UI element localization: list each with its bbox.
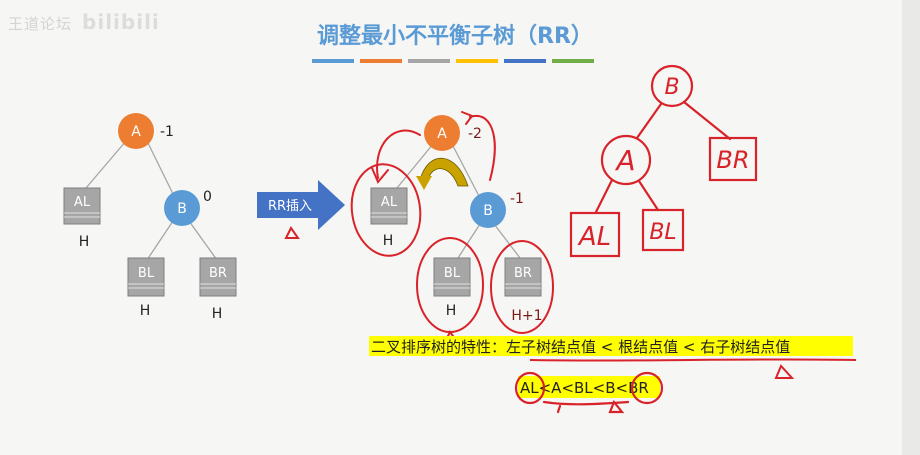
node-b-after-label: B	[483, 203, 493, 219]
hw-node-b	[650, 64, 694, 108]
edge-a-b-after	[451, 143, 481, 199]
handwritten-result-tree	[569, 64, 758, 258]
node-b-after	[470, 192, 506, 228]
subtree-br	[199, 257, 237, 297]
bf-b-after: -1	[510, 191, 524, 207]
subtree-al-after	[370, 187, 408, 225]
slide-edge	[902, 0, 920, 455]
subtree-bl-label: BL	[138, 266, 155, 281]
hw-box-br	[708, 136, 758, 182]
property-underline	[529, 358, 857, 362]
slide-title: 调整最小不平衡子树（RR）	[317, 23, 593, 49]
bf-b: 0	[203, 189, 212, 205]
subtree-br-after-label: BR	[514, 266, 532, 281]
hw-label-a: A	[614, 144, 635, 177]
title-bar-segment	[360, 59, 402, 63]
height-br: H	[212, 306, 223, 322]
subtree-al	[63, 187, 101, 225]
bilibili-logo: bilibili	[82, 10, 160, 34]
edge-b-bl	[146, 220, 174, 261]
bf-a-after: -2	[468, 126, 482, 142]
property-text: 二叉排序树的特性：左子树结点值 < 根结点值 < 右子树结点值	[371, 338, 790, 356]
subtree-br-label: BR	[209, 266, 227, 281]
ink-annotations-after	[350, 111, 554, 341]
edge-b-br-after	[493, 223, 521, 259]
node-a-after-label: A	[437, 126, 447, 142]
node-b	[164, 190, 200, 226]
title-bar-segment	[552, 59, 594, 63]
subtree-bl-after	[433, 257, 471, 297]
ink-delta-mark	[284, 226, 300, 239]
bf-a: -1	[160, 124, 174, 140]
rr-insert-label: RR插入	[268, 199, 312, 214]
height-al-after: H	[383, 233, 394, 249]
hw-label-al: AL	[577, 222, 611, 252]
node-a	[118, 113, 154, 149]
height-al: H	[79, 234, 90, 250]
edge-a-b	[146, 140, 175, 197]
hw-label-bl: BL	[649, 220, 676, 245]
rotate-arrow	[419, 157, 469, 187]
property-delta-mark	[774, 364, 795, 379]
hw-label-br: BR	[716, 146, 749, 174]
title-color-bar	[312, 59, 594, 63]
handwritten-result-labels: B A BR AL BL	[577, 75, 750, 252]
subtree-al-after-label: AL	[381, 195, 398, 210]
title-bar-segment	[408, 59, 450, 63]
node-a-after	[424, 115, 460, 151]
edge-b-bl-after	[457, 223, 481, 259]
title-bar-segment	[312, 59, 354, 63]
height-bl-after: H	[446, 303, 457, 319]
watermark-text: 王道论坛	[8, 15, 73, 33]
title-bar-segment	[456, 59, 498, 63]
rr-insert-arrow: RR插入	[257, 180, 345, 239]
edge-a-al	[85, 140, 127, 189]
tree-before: A -1 B 0 AL H BL H BR H	[63, 113, 237, 322]
edge-b-br	[188, 220, 218, 261]
title-bar-segment	[504, 59, 546, 63]
hw-label-b: B	[664, 75, 679, 100]
subtree-bl-after-label: BL	[444, 266, 461, 281]
property-highlight	[369, 336, 853, 356]
hw-box-bl	[641, 208, 685, 252]
inequality-highlight	[518, 376, 660, 398]
height-bl: H	[140, 303, 151, 319]
height-br-after: H+1	[511, 308, 542, 324]
subtree-al-label: AL	[74, 195, 91, 210]
inequality-text: AL<A<BL<B<BR	[520, 379, 649, 397]
inequality-ink	[514, 371, 664, 414]
subtree-bl	[127, 257, 165, 297]
subtree-br-after	[504, 257, 542, 297]
hw-node-a	[600, 134, 652, 186]
watermark: 王道论坛 bilibili	[8, 10, 160, 34]
edge-a-al-after	[396, 143, 434, 189]
node-a-label: A	[131, 124, 141, 140]
hw-box-al	[569, 211, 621, 258]
tree-after: A -2 B -1 AL H BL H BR H+1	[350, 111, 554, 341]
node-b-label: B	[177, 201, 187, 217]
